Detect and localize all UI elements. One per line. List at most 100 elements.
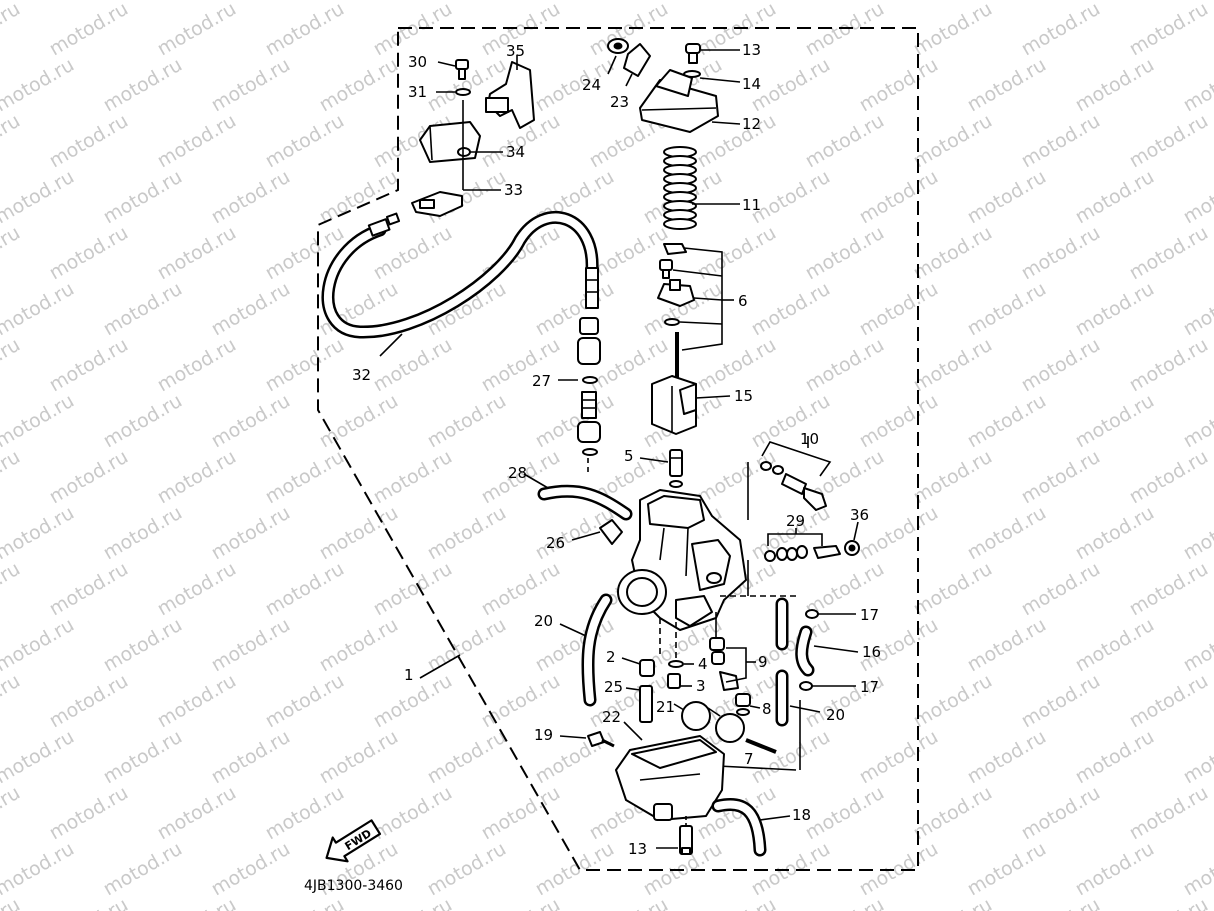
watermark-text: motod.ru bbox=[154, 894, 240, 911]
watermark-text: motod.ru bbox=[802, 334, 888, 397]
watermark-text: motod.ru bbox=[208, 166, 294, 229]
watermark-text: motod.ru bbox=[802, 0, 888, 60]
watermark-text: motod.ru bbox=[1126, 446, 1212, 509]
watermark-text: motod.ru bbox=[424, 838, 510, 901]
diagram-code: 4JB1300-3460 bbox=[304, 878, 403, 894]
spring-coil bbox=[663, 218, 697, 230]
watermark-text: motod.ru bbox=[532, 390, 618, 453]
watermark-text: motod.ru bbox=[478, 670, 564, 733]
watermark-text: motod.ru bbox=[910, 670, 996, 733]
callout-7: 7 bbox=[744, 750, 754, 768]
watermark-text: motod.ru bbox=[0, 334, 24, 397]
leader-30 bbox=[437, 61, 456, 67]
needle-jet-5-icon bbox=[669, 449, 683, 488]
needle-holder-6-icon bbox=[657, 243, 695, 326]
bracket-34-icon bbox=[419, 121, 481, 163]
watermark-text: motod.ru bbox=[532, 54, 618, 117]
watermark-text: motod.ru bbox=[0, 502, 78, 565]
watermark-text: motod.ru bbox=[964, 390, 1050, 453]
watermark-text: motod.ru bbox=[0, 110, 24, 173]
watermark-text: motod.ru bbox=[910, 782, 996, 845]
watermark-text: motod.ru bbox=[1072, 166, 1158, 229]
watermark-text: motod.ru bbox=[424, 390, 510, 453]
watermark-text: motod.ru bbox=[1126, 110, 1212, 173]
watermark-text: motod.ru bbox=[910, 334, 996, 397]
callout-1: 1 bbox=[404, 666, 414, 684]
hose-20-left-inner bbox=[583, 596, 610, 704]
callout-5: 5 bbox=[624, 447, 634, 465]
watermark-text: motod.ru bbox=[0, 558, 24, 621]
needle-valve-9-icon bbox=[709, 637, 739, 691]
callout-9: 9 bbox=[758, 653, 768, 671]
watermark-text: motod.ru bbox=[694, 0, 780, 60]
hose-16-inner bbox=[797, 628, 812, 674]
watermark-text: motod.ru bbox=[208, 726, 294, 789]
watermark-text: motod.ru bbox=[262, 334, 348, 397]
watermark-text: motod.ru bbox=[478, 894, 564, 911]
callout-27: 27 bbox=[532, 372, 551, 390]
watermark-text: motod.ru bbox=[370, 558, 456, 621]
watermark-text: motod.ru bbox=[46, 670, 132, 733]
watermark-text: motod.ru bbox=[424, 614, 510, 677]
main-jet-2-icon bbox=[639, 659, 655, 677]
washer-4-icon bbox=[668, 660, 684, 668]
watermark-text: motod.ru bbox=[100, 838, 186, 901]
callout-30: 30 bbox=[408, 53, 427, 71]
callout-2: 2 bbox=[606, 648, 616, 666]
callout-3: 3 bbox=[696, 677, 706, 695]
leader-25 bbox=[625, 687, 641, 691]
callout-13-bottom: 13 bbox=[628, 840, 647, 858]
watermark-text: motod.ru bbox=[1018, 334, 1104, 397]
watermark-text: motod.ru bbox=[694, 894, 780, 911]
leader-23 bbox=[625, 73, 633, 87]
leader-22 bbox=[623, 721, 643, 741]
watermark-text: motod.ru bbox=[1126, 222, 1212, 285]
watermark-text: motod.ru bbox=[694, 446, 780, 509]
drain-screw-19-icon bbox=[587, 731, 615, 748]
watermark-text: motod.ru bbox=[802, 110, 888, 173]
watermark-text: motod.ru bbox=[100, 54, 186, 117]
watermark-text: motod.ru bbox=[964, 54, 1050, 117]
watermark-text: motod.ru bbox=[964, 838, 1050, 901]
leader-5 bbox=[639, 457, 669, 463]
leader-20-right bbox=[789, 705, 821, 713]
watermark-text: motod.ru bbox=[316, 614, 402, 677]
leader-19 bbox=[559, 735, 587, 739]
callout-17-upper: 17 bbox=[860, 606, 879, 624]
watermark-text: motod.ru bbox=[208, 502, 294, 565]
leader-6-a bbox=[672, 269, 723, 277]
watermark-text: motod.ru bbox=[856, 54, 942, 117]
watermark-text: motod.ru bbox=[154, 0, 240, 60]
watermark-text: motod.ru bbox=[1126, 0, 1212, 60]
watermark-text: motod.ru bbox=[1180, 614, 1214, 677]
watermark-text: motod.ru bbox=[316, 726, 402, 789]
watermark-text: motod.ru bbox=[262, 558, 348, 621]
watermark-text: motod.ru bbox=[910, 446, 996, 509]
cap-23-icon bbox=[623, 43, 651, 77]
washer-24-icon bbox=[607, 38, 629, 54]
watermark-text: motod.ru bbox=[964, 166, 1050, 229]
watermark-text: motod.ru bbox=[694, 222, 780, 285]
watermark-text: motod.ru bbox=[154, 334, 240, 397]
jet-8-icon bbox=[735, 693, 751, 716]
watermark-text: motod.ru bbox=[0, 222, 24, 285]
fwd-arrow-icon: FWD bbox=[325, 819, 382, 863]
watermark-text: motod.ru bbox=[856, 166, 942, 229]
watermark-text: motod.ru bbox=[910, 894, 996, 911]
watermark-text: motod.ru bbox=[208, 390, 294, 453]
callout-11: 11 bbox=[742, 196, 761, 214]
callout-24: 24 bbox=[582, 76, 601, 94]
watermark-text: motod.ru bbox=[100, 278, 186, 341]
leader-21 bbox=[673, 703, 685, 711]
watermark-text: motod.ru bbox=[154, 670, 240, 733]
watermark-text: motod.ru bbox=[910, 558, 996, 621]
watermark-text: motod.ru bbox=[910, 110, 996, 173]
watermark-text: motod.ru bbox=[262, 110, 348, 173]
watermark-text: motod.ru bbox=[586, 894, 672, 911]
washer-31-icon bbox=[455, 88, 471, 96]
watermark-text: motod.ru bbox=[964, 614, 1050, 677]
watermark-text: motod.ru bbox=[1018, 558, 1104, 621]
watermark-text: motod.ru bbox=[262, 782, 348, 845]
watermark-text: motod.ru bbox=[586, 0, 672, 60]
